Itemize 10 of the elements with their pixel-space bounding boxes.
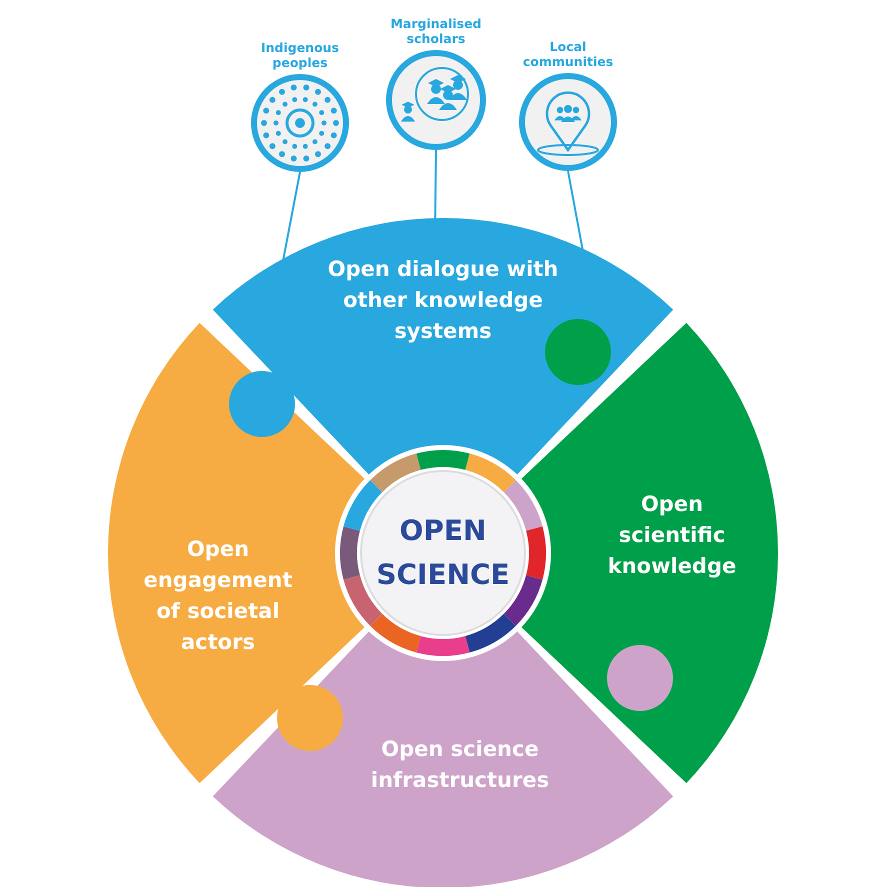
center-title: OPEN SCIENCE bbox=[375, 513, 511, 593]
connector-line bbox=[567, 170, 584, 252]
node-heading: Marginalised scholars bbox=[389, 16, 483, 46]
piece-label: Open dialogue with other knowledge systems bbox=[326, 256, 560, 345]
node-heading: Indigenous peoples bbox=[260, 40, 340, 70]
node-heading: Local communities bbox=[522, 39, 614, 69]
connector-line bbox=[282, 172, 301, 262]
piece-label: Open engagement of societal actors bbox=[142, 536, 294, 656]
piece-label: Open scientific knowledge bbox=[606, 491, 738, 580]
piece-label: Open science infrastructures bbox=[370, 736, 550, 794]
